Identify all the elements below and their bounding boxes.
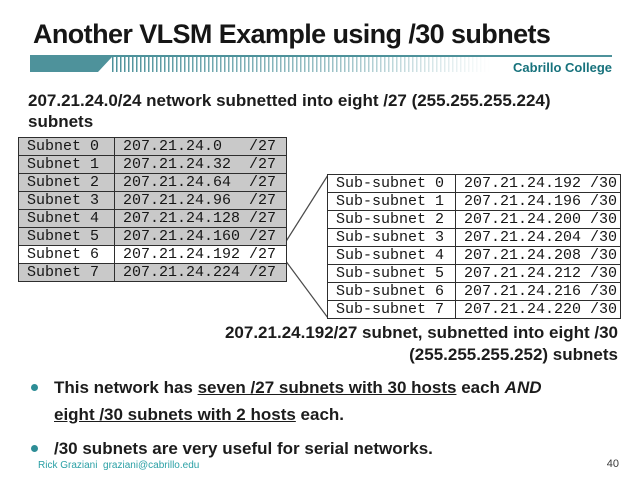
subnet-label-cell: Subnet 7 xyxy=(18,263,115,282)
subnet-address-cell: 207.21.24.192 /30 xyxy=(455,174,621,193)
subnet-label-cell: Subnet 0 xyxy=(18,137,115,156)
brand-name: Cabrillo College xyxy=(513,60,612,75)
author-contact: Rick Graziani graziani@cabrillo.edu xyxy=(38,460,200,471)
bullet-text-segment: This network has xyxy=(54,378,198,397)
subnet-address-cell: 207.21.24.160 /27 xyxy=(114,227,287,246)
subnet-label-cell: Subnet 3 xyxy=(18,191,115,210)
bullet-text-segment: /30 subnets are very useful for serial n… xyxy=(54,439,433,458)
bullet-text-segment: each. xyxy=(295,405,345,424)
bullet-text-segment: each xyxy=(456,378,505,397)
bullet-item: This network has seven /27 subnets with … xyxy=(28,374,616,428)
subnet-address-cell: 207.21.24.192 /27 xyxy=(114,245,287,264)
subnet-address-cell: 207.21.24.96 /27 xyxy=(114,191,287,210)
subnet-address-cell: 207.21.24.200 /30 xyxy=(455,210,621,229)
subnet-label-cell: Sub-subnet 3 xyxy=(327,228,456,247)
subnet-label-cell: Sub-subnet 5 xyxy=(327,264,456,283)
slide-title: Another VLSM Example using /30 subnets xyxy=(33,19,551,49)
subnet-label-cell: Sub-subnet 7 xyxy=(327,300,456,319)
subnet-address-cell: 207.21.24.220 /30 xyxy=(455,300,621,319)
subnet-address-cell: 207.21.24.32 /27 xyxy=(114,155,287,174)
subnet-address-cell: 207.21.24.204 /30 xyxy=(455,228,621,247)
subnet-label-cell: Sub-subnet 0 xyxy=(327,174,456,193)
brand-bar-stripes xyxy=(112,57,490,72)
expansion-line-bottom xyxy=(284,259,329,319)
page-number: 40 xyxy=(606,458,619,470)
subnet-address-cell: 207.21.24.216 /30 xyxy=(455,282,621,301)
sub-subnet-caption: 207.21.24.192/27 subnet, subnetted into … xyxy=(224,323,618,364)
subnet-address-cell: 207.21.24.128 /27 xyxy=(114,209,287,228)
bullet-text-segment: AND xyxy=(504,378,542,397)
subnet-label-cell: Sub-subnet 2 xyxy=(327,210,456,229)
subnet-label-cell: Subnet 5 xyxy=(18,227,115,246)
brand-bar-solid-block xyxy=(30,57,112,72)
intro-text: 207.21.24.0/24 network subnetted into ei… xyxy=(28,91,551,131)
subnet-label-cell: Subnet 6 xyxy=(18,245,115,264)
subnet-address-cell: 207.21.24.0 /27 xyxy=(114,137,287,156)
bullet-text-segment: seven /27 subnets with 30 hosts xyxy=(197,378,457,397)
subnet-address-cell: 207.21.24.212 /30 xyxy=(455,264,621,283)
subnet-address-cell: 207.21.24.196 /30 xyxy=(455,192,621,211)
header-divider: Cabrillo College xyxy=(30,55,612,79)
expansion-line-top xyxy=(284,174,329,244)
subnet-label-cell: Subnet 1 xyxy=(18,155,115,174)
subnet-label-cell: Subnet 2 xyxy=(18,173,115,192)
subnet-address-cell: 207.21.24.208 /30 xyxy=(455,246,621,265)
subnet-label-cell: Subnet 4 xyxy=(18,209,115,228)
subnet-label-cell: Sub-subnet 6 xyxy=(327,282,456,301)
bullet-item: /30 subnets are very useful for serial n… xyxy=(28,435,616,462)
bullet-text-segment: eight /30 subnets with 2 hosts xyxy=(54,405,296,424)
bullet-list: This network has seven /27 subnets with … xyxy=(28,374,616,469)
subnet-address-cell: 207.21.24.64 /27 xyxy=(114,173,287,192)
subnet-label-cell: Sub-subnet 1 xyxy=(327,192,456,211)
subnet-label-cell: Sub-subnet 4 xyxy=(327,246,456,265)
subnet-address-cell: 207.21.24.224 /27 xyxy=(114,263,287,282)
